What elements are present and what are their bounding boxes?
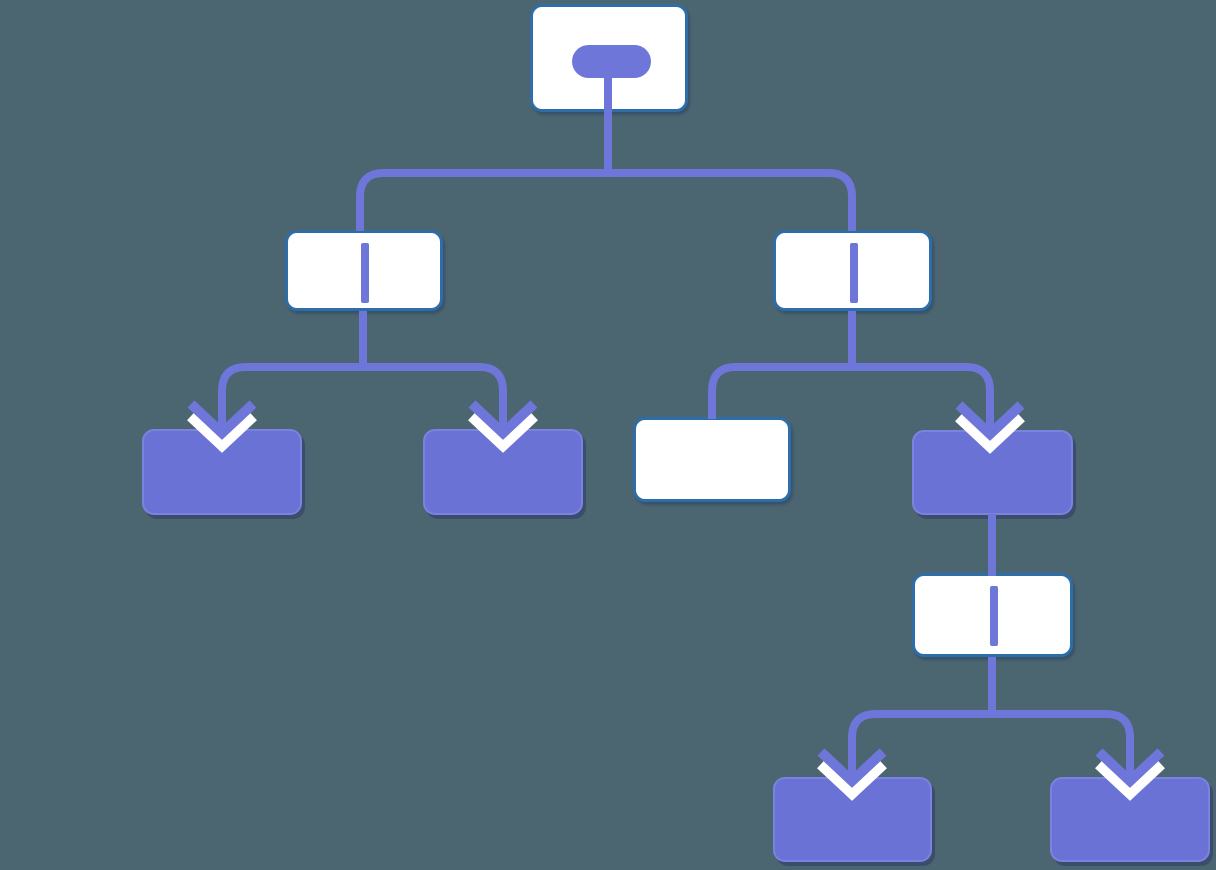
divider-bar [989, 586, 998, 646]
node-root-start[interactable] [530, 4, 688, 112]
node-leaf-1[interactable] [142, 429, 302, 515]
node-empty-white[interactable] [633, 417, 791, 502]
node-branch-mid[interactable] [912, 573, 1073, 657]
divider-bar [849, 243, 858, 303]
divider-bar [361, 243, 369, 303]
split-1-branch [356, 169, 856, 231]
node-leaf-5[interactable] [1050, 777, 1210, 862]
node-leaf-2[interactable] [423, 429, 583, 515]
node-leaf-4[interactable] [773, 777, 932, 862]
node-purple-mid[interactable] [912, 430, 1073, 515]
node-branch-right[interactable] [773, 230, 932, 311]
split-4-branch [848, 710, 1134, 779]
split-2-branch [218, 363, 507, 431]
node-branch-left[interactable] [285, 230, 443, 311]
start-pill [572, 45, 651, 78]
